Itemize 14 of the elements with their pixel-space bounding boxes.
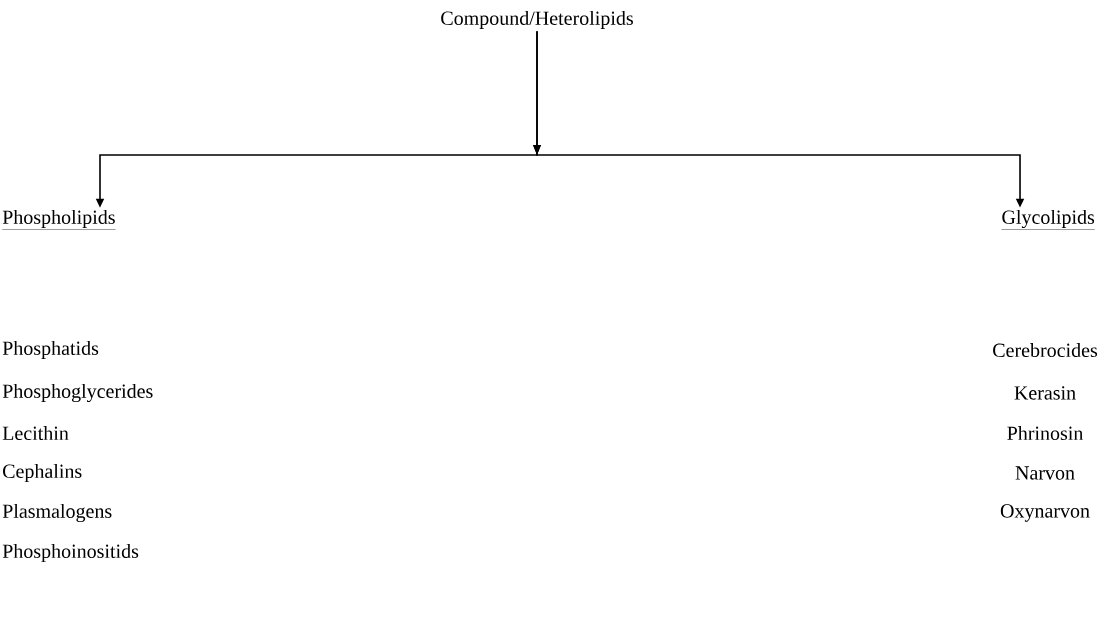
- list-item: Lecithin: [2, 425, 69, 441]
- list-item: Phosphoglycerides: [2, 383, 153, 403]
- list-item: Phosphatids: [2, 340, 99, 360]
- list-item: Phrinosin: [1007, 425, 1084, 441]
- list-item: Oxynarvon: [1000, 504, 1090, 522]
- list-item: Cerebrocides: [993, 342, 1098, 358]
- list-item: Cephalins: [3, 463, 82, 483]
- category-heading: Glycolipids: [1001, 209, 1095, 230]
- list-item: Phosphoinositids: [2, 543, 139, 563]
- heading: Compound/Heterolipids: [441, 10, 633, 30]
- list-item: Kerasin: [1014, 386, 1076, 400]
- category-heading: Phospholipids: [2, 209, 116, 230]
- list-item: Narvon: [1015, 466, 1075, 480]
- list-item: Plasmalogens: [2, 503, 112, 523]
